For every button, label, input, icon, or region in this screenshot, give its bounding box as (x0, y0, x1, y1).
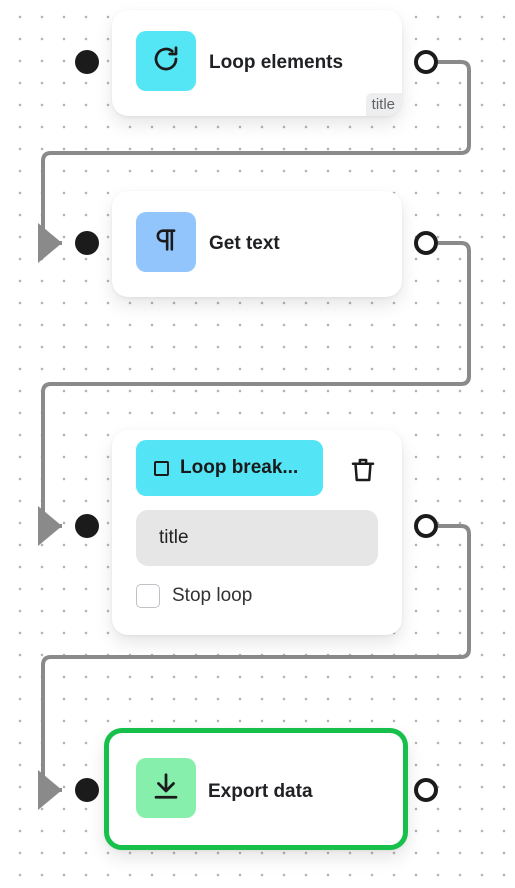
loop-breakpoint-label: Loop break... (180, 457, 299, 478)
loop-icon (151, 44, 181, 79)
input-handle-export-data[interactable] (75, 778, 99, 802)
input-handle-loop-elements[interactable] (75, 50, 99, 74)
node-get-text[interactable]: Get text (112, 191, 402, 297)
selector-tag: title (365, 93, 402, 116)
input-handle-loop-breakpoint[interactable] (75, 514, 99, 538)
stop-loop-checkbox[interactable] (136, 584, 160, 608)
node-label-get-text: Get text (209, 233, 280, 254)
node-export-data[interactable]: Export data (104, 728, 408, 850)
loop-icon-box (136, 31, 196, 91)
paragraph-icon (152, 225, 180, 260)
output-handle-loop-breakpoint[interactable] (414, 514, 438, 538)
node-label-loop-elements: Loop elements (209, 52, 344, 73)
trash-icon[interactable] (348, 454, 378, 486)
loop-breakpoint-button[interactable]: Loop break... (136, 440, 323, 496)
download-icon-box (136, 758, 196, 818)
output-handle-get-text[interactable] (414, 231, 438, 255)
square-icon (154, 460, 169, 476)
output-handle-loop-elements[interactable] (414, 50, 438, 74)
node-label-export-data: Export data (208, 781, 313, 802)
selector-field[interactable]: title (136, 510, 378, 566)
output-handle-export-data[interactable] (414, 778, 438, 802)
input-handle-get-text[interactable] (75, 231, 99, 255)
node-loop-elements[interactable]: Loop elements title (112, 10, 402, 116)
paragraph-icon-box (136, 212, 196, 272)
download-icon (151, 771, 181, 806)
node-loop-breakpoint: Loop break... title Stop loop (112, 430, 402, 635)
stop-loop-label: Stop loop (172, 585, 253, 606)
